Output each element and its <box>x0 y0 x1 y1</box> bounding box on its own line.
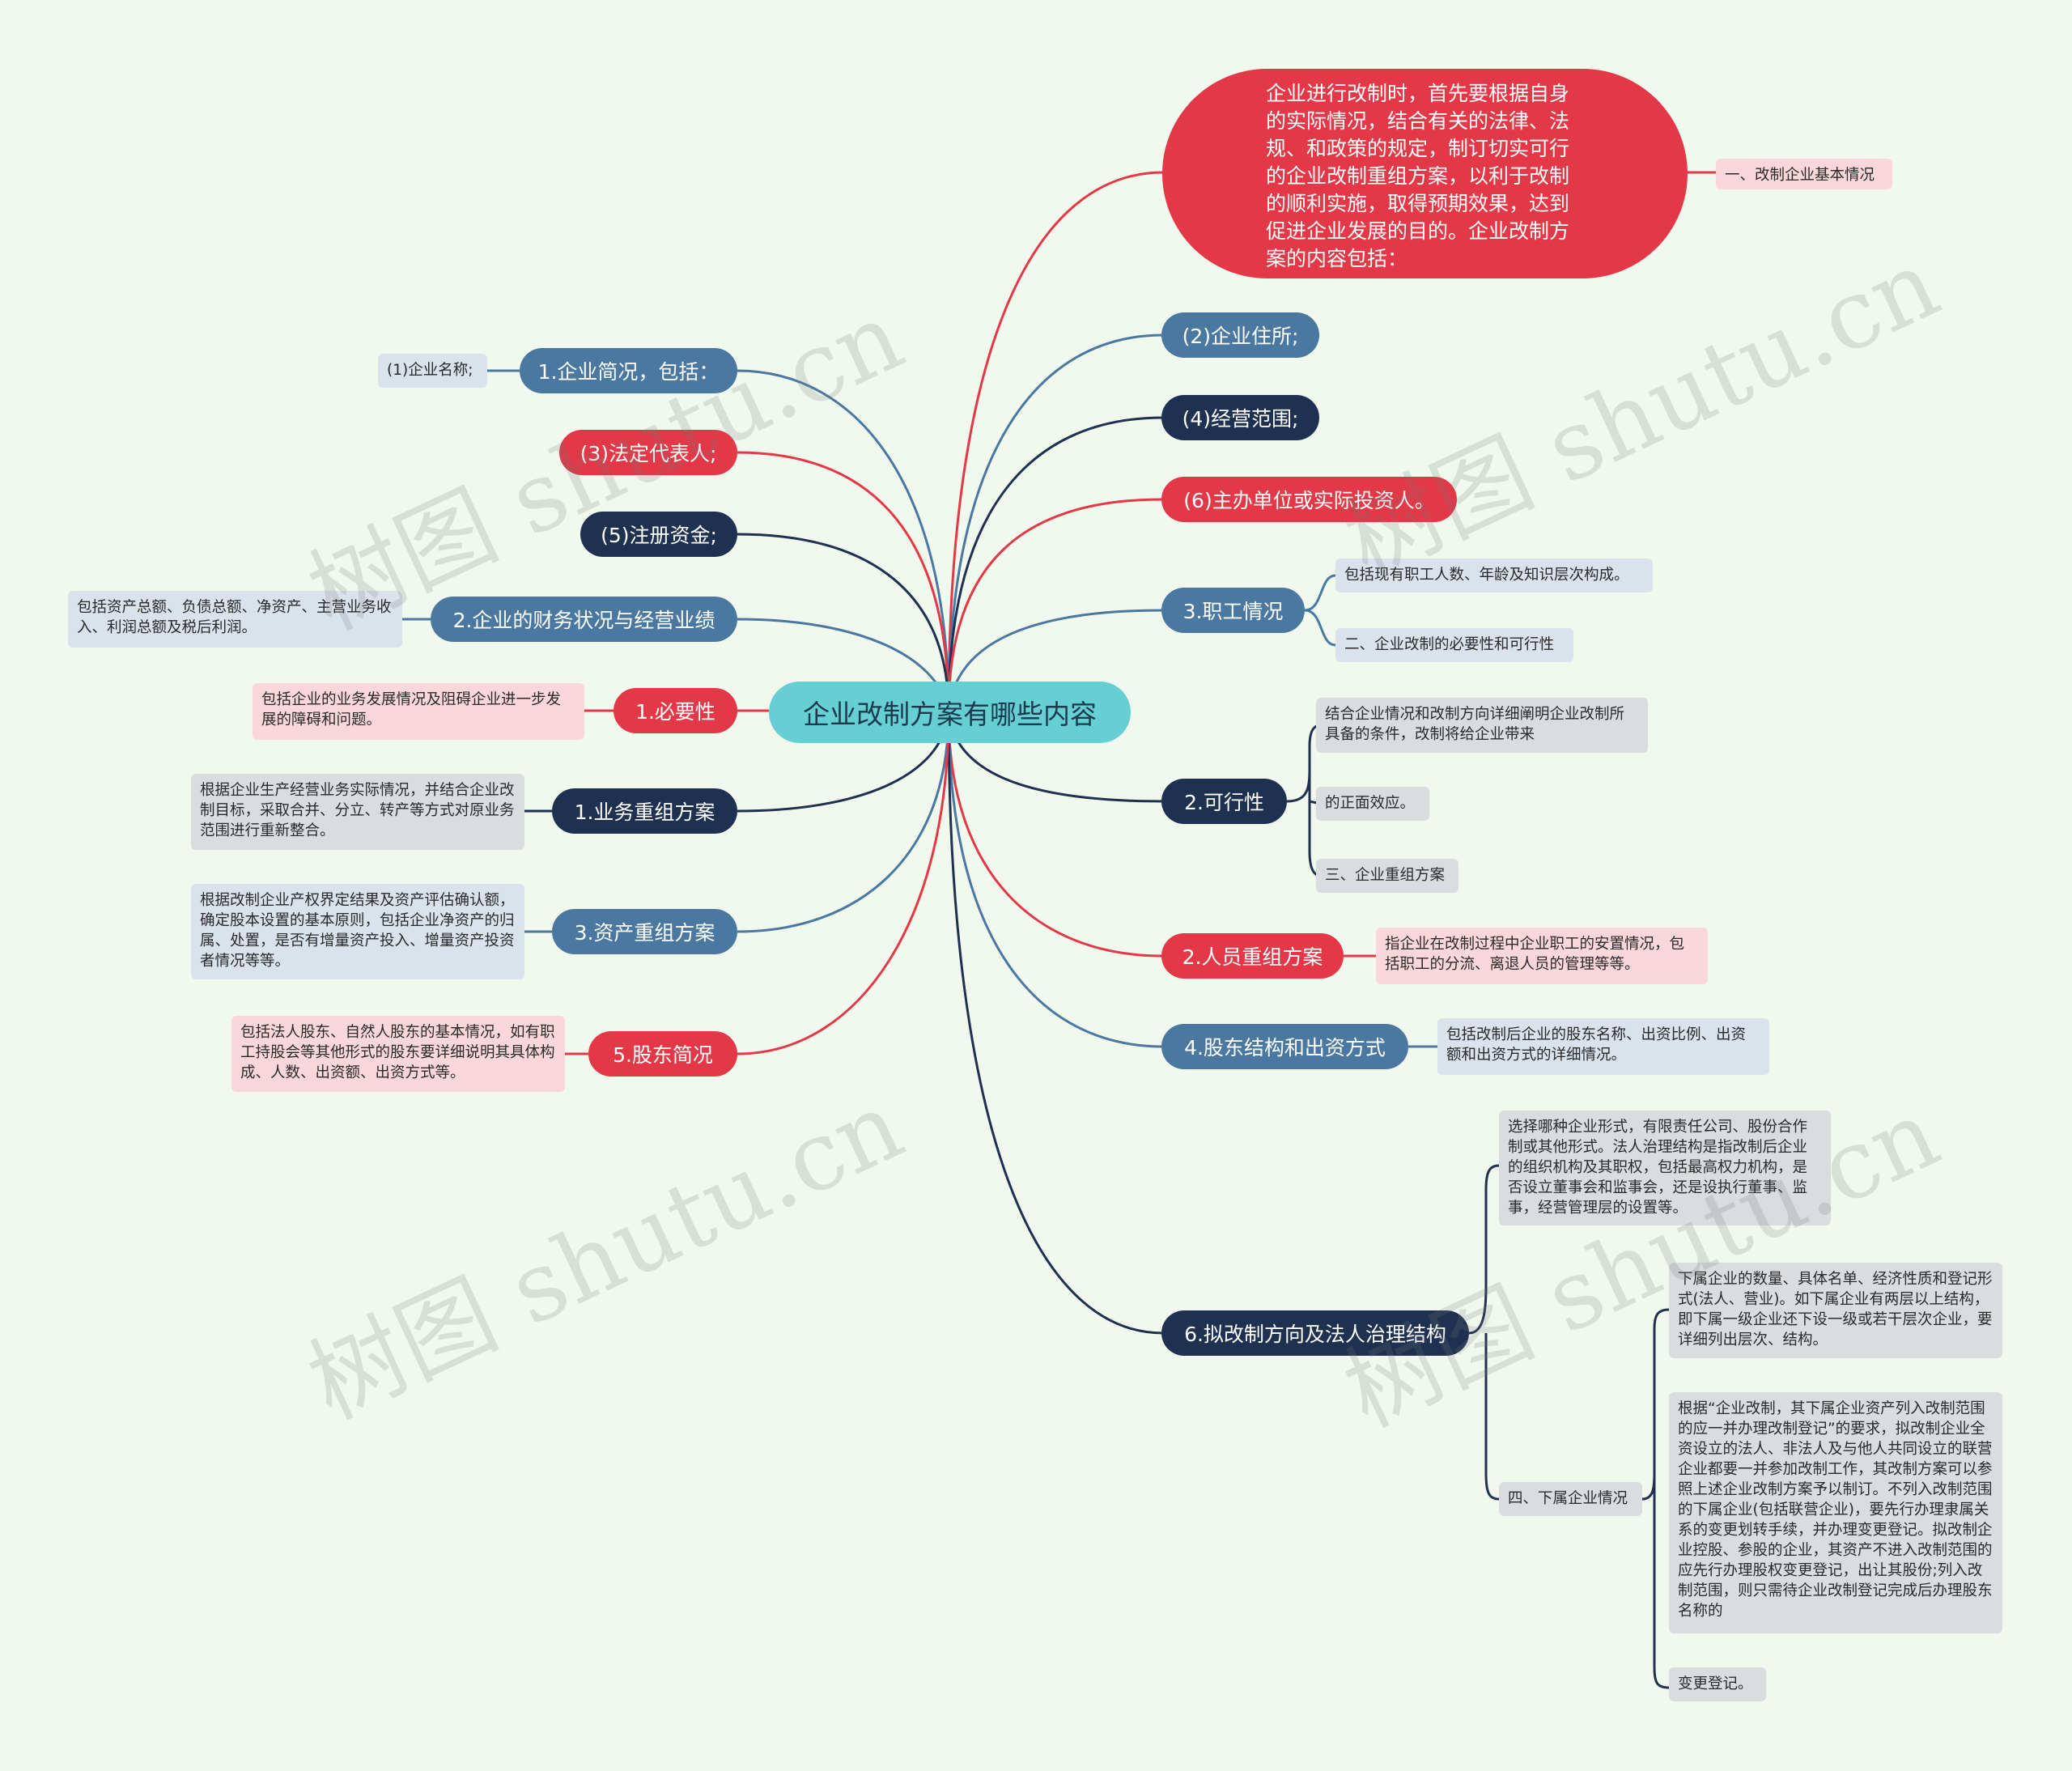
link-personnel <box>947 711 1164 958</box>
branch-investor[interactable]: (6)主办单位或实际投资人。 <box>1161 477 1457 522</box>
feasibility-note-2[interactable]: 的正面效应。 <box>1316 787 1429 821</box>
subsidiary-note-2[interactable]: 根据“企业改制，其下属企业资产列入改制范围的应一并办理改制登记”的要求，拟改制企… <box>1669 1392 2002 1633</box>
intro-bubble[interactable]: 企业进行改制时，首先要根据自身的实际情况，结合有关的法律、法规、和政策的规定，制… <box>1162 69 1688 278</box>
branch-finance[interactable]: 2.企业的财务状况与经营业绩 <box>431 597 737 642</box>
branch-feasibility[interactable]: 2.可行性 <box>1161 779 1287 824</box>
branch-staff[interactable]: 3.职工情况 <box>1161 588 1305 633</box>
link-staff-note <box>1304 574 1336 612</box>
branch-business[interactable]: 1.业务重组方案 <box>552 788 737 834</box>
feasibility-note-1[interactable]: 结合企业情况和改制方向详细阐明企业改制所具备的条件，改制将给企业带来 <box>1316 698 1648 753</box>
link-intro <box>947 171 1164 713</box>
link-staff-note2 <box>1304 609 1336 647</box>
personnel-note[interactable]: 指企业在改制过程中企业职工的安置情况，包括职工的分流、离退人员的管理等等。 <box>1376 928 1708 984</box>
link-legal-rep <box>737 451 950 713</box>
branch-scope[interactable]: (4)经营范围; <box>1161 395 1319 440</box>
link-address <box>947 333 1164 713</box>
link-capital <box>737 533 950 713</box>
link-direction <box>947 711 1164 1335</box>
staff-note[interactable]: 包括现有职工人数、年龄及知识层次构成。 <box>1335 558 1653 592</box>
link-assets <box>737 711 950 933</box>
link-equity <box>947 711 1164 1048</box>
equity-note[interactable]: 包括改制后企业的股东名称、出资比例、出资额和出资方式的详细情况。 <box>1437 1018 1769 1075</box>
link-scope <box>947 416 1164 713</box>
subsidiary-note-1[interactable]: 下属企业的数量、具体名单、经济性质和登记形式(法人、营业)。如下属企业有两层以上… <box>1669 1263 2002 1358</box>
subsidiary-node[interactable]: 四、下属企业情况 <box>1499 1482 1642 1516</box>
business-note[interactable]: 根据企业生产经营业务实际情况，并结合企业改制目标，采取合并、分立、转产等方式对原… <box>191 774 524 850</box>
direction-note[interactable]: 选择哪种企业形式，有限责任公司、股份合作制或其他形式。法人治理结构是指改制后企业… <box>1499 1111 1831 1225</box>
feasibility-note-3[interactable]: 三、企业重组方案 <box>1316 859 1458 893</box>
assets-note[interactable]: 根据改制企业产权界定结果及资产评估确认额，确定股本设置的基本原则，包括企业净资产… <box>191 884 524 979</box>
branch-capital[interactable]: (5)注册资金; <box>580 512 737 557</box>
root-topic[interactable]: 企业改制方案有哪些内容 <box>769 682 1131 743</box>
intro-tag[interactable]: 一、改制企业基本情况 <box>1716 159 1892 189</box>
branch-direction[interactable]: 6.拟改制方向及法人治理结构 <box>1161 1310 1469 1356</box>
branch-legal-rep[interactable]: (3)法定代表人; <box>559 430 737 475</box>
branch-shareholders[interactable]: 5.股东简况 <box>588 1031 737 1077</box>
branch-address[interactable]: (2)企业住所; <box>1161 312 1319 358</box>
branch-personnel[interactable]: 2.人员重组方案 <box>1161 933 1344 979</box>
branch-profile[interactable]: 1.企业简况，包括： <box>520 348 737 393</box>
branch-equity[interactable]: 4.股东结构和出资方式 <box>1161 1024 1408 1069</box>
link-direction-bracket <box>1468 1164 1500 1501</box>
branch-assets[interactable]: 3.资产重组方案 <box>552 909 737 954</box>
subsidiary-note-3[interactable]: 变更登记。 <box>1669 1667 1766 1701</box>
branch-necessity[interactable]: 1.必要性 <box>614 688 737 733</box>
link-shareholders <box>737 711 950 1055</box>
staff-note-2[interactable]: 二、企业改制的必要性和可行性 <box>1335 628 1573 662</box>
profile-note[interactable]: (1)企业名称; <box>378 354 487 388</box>
link-investor <box>947 498 1164 713</box>
link-subsidiary-bracket <box>1641 1308 1670 1689</box>
link-profile <box>737 369 950 713</box>
necessity-note[interactable]: 包括企业的业务发展情况及阻碍企业进一步发展的障碍和问题。 <box>253 683 584 740</box>
shareholders-note[interactable]: 包括法人股东、自然人股东的基本情况，如有职工持股会等其他形式的股东要详细说明其具… <box>231 1016 565 1092</box>
finance-note[interactable]: 包括资产总额、负债总额、净资产、主营业务收入、利润总额及税后利润。 <box>68 591 402 648</box>
